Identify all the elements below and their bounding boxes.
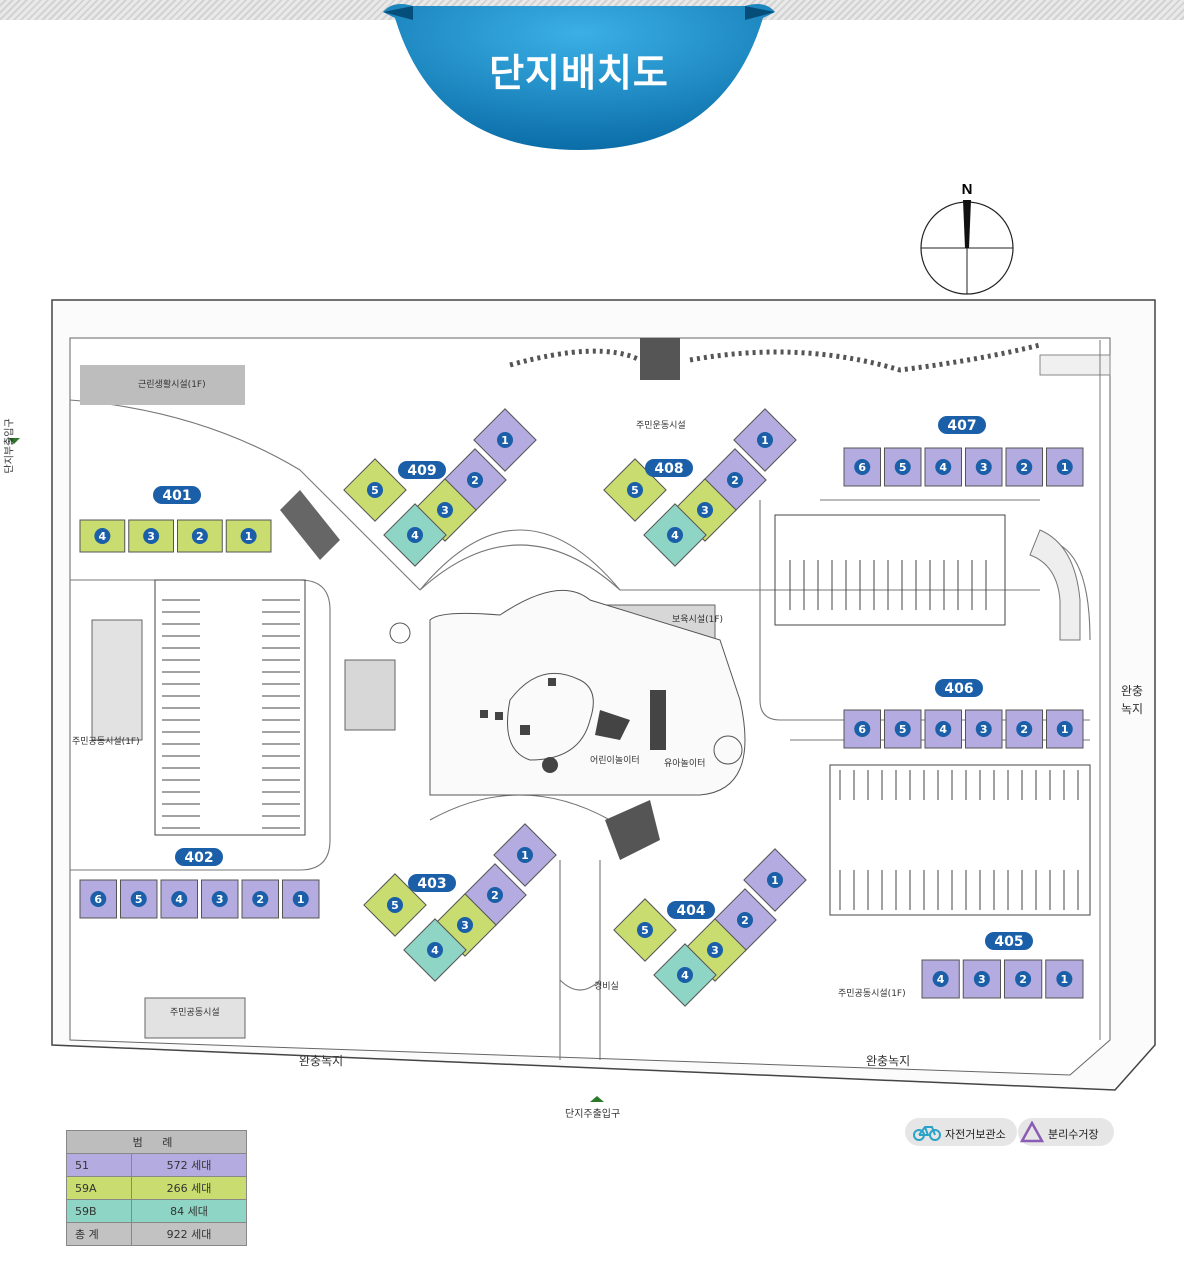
side-entrance-icon bbox=[8, 438, 20, 444]
unit-number: 2 bbox=[741, 914, 749, 927]
unit-number: 6 bbox=[858, 723, 866, 736]
building-number: 408 bbox=[654, 461, 683, 477]
facility-label: 어린이놀이터 bbox=[590, 756, 640, 766]
unit-number: 5 bbox=[135, 893, 143, 906]
building-401: 4 3 2 1 401 bbox=[79, 486, 272, 553]
unit-number: 4 bbox=[939, 461, 947, 474]
facility-label: 주민공동시설(1F) bbox=[838, 989, 906, 999]
facility-label: 주민운동시설 bbox=[636, 421, 686, 431]
unit-number: 4 bbox=[671, 529, 679, 542]
parking-lots bbox=[154, 514, 1091, 916]
unit-number: 4 bbox=[431, 944, 439, 957]
facility-label: 경비실 bbox=[594, 982, 619, 992]
compass-north-label: N bbox=[962, 181, 973, 198]
main-entrance-label: 단지주출입구 bbox=[565, 1109, 621, 1120]
building-405: 4 3 2 1 405 bbox=[921, 932, 1084, 999]
facility-label: 근린생활시설(1F) bbox=[138, 380, 206, 390]
building-402: 6 5 4 3 2 1 402 bbox=[79, 848, 320, 919]
page-title: 단지배치도 bbox=[489, 51, 669, 95]
unit-number: 3 bbox=[980, 461, 988, 474]
unit-number: 1 bbox=[1061, 973, 1069, 986]
building-number: 407 bbox=[947, 418, 976, 434]
unit-number: 3 bbox=[711, 944, 719, 957]
unit-number: 5 bbox=[899, 723, 907, 736]
unit-number: 4 bbox=[939, 723, 947, 736]
unit-number: 4 bbox=[99, 530, 107, 543]
unit-number: 1 bbox=[761, 434, 769, 447]
building-403: 1 2 3 4 5 403 bbox=[363, 823, 557, 982]
unit-number: 3 bbox=[701, 504, 709, 517]
unit-number: 2 bbox=[1019, 973, 1027, 986]
unit-number: 3 bbox=[980, 723, 988, 736]
title-badge bbox=[383, 4, 775, 150]
unit-number: 1 bbox=[245, 530, 253, 543]
bicycle-key-label: 자전거보관소 bbox=[945, 1128, 1006, 1141]
unit-number: 4 bbox=[937, 973, 945, 986]
unit-number: 3 bbox=[441, 504, 449, 517]
facility-label: 보육시설(1F) bbox=[672, 615, 724, 625]
unit-number: 4 bbox=[411, 529, 419, 542]
unit-number: 2 bbox=[256, 893, 264, 906]
unit-number: 2 bbox=[471, 474, 479, 487]
unit-number: 3 bbox=[216, 893, 224, 906]
unit-number: 5 bbox=[631, 484, 639, 497]
building-number: 402 bbox=[184, 850, 213, 866]
unit-number: 6 bbox=[858, 461, 866, 474]
unit-number: 1 bbox=[297, 893, 305, 906]
unit-number: 5 bbox=[371, 484, 379, 497]
bicycle-icon bbox=[913, 1126, 941, 1141]
unit-number: 1 bbox=[771, 874, 779, 887]
buffer-zone-label: 완충 녹지 bbox=[1121, 684, 1144, 716]
unit-number: 1 bbox=[521, 849, 529, 862]
main-entrance-icon bbox=[590, 1096, 604, 1102]
buffer-zone-label: 완충녹지 bbox=[866, 1054, 911, 1068]
facility-label: 주민공동시설 bbox=[170, 1008, 220, 1018]
building-number: 406 bbox=[944, 681, 973, 697]
unit-number: 2 bbox=[491, 889, 499, 902]
building-number: 405 bbox=[994, 934, 1023, 950]
buffer-zone-label: 완충녹지 bbox=[299, 1054, 344, 1068]
unit-number: 5 bbox=[899, 461, 907, 474]
unit-number: 3 bbox=[461, 919, 469, 932]
unit-number: 5 bbox=[391, 899, 399, 912]
legend-header: 범 례 bbox=[66, 1130, 247, 1154]
unit-number: 2 bbox=[1020, 461, 1028, 474]
unit-number: 1 bbox=[1061, 461, 1069, 474]
building-406: 6 5 4 3 2 1 406 bbox=[843, 679, 1084, 749]
unit-number: 2 bbox=[196, 530, 204, 543]
playground bbox=[389, 589, 746, 796]
unit-number: 3 bbox=[978, 973, 986, 986]
unit-number: 3 bbox=[147, 530, 155, 543]
unit-number: 2 bbox=[731, 474, 739, 487]
building-number: 403 bbox=[417, 876, 446, 892]
building-407: 6 5 4 3 2 1 407 bbox=[843, 416, 1084, 487]
building-408: 1 2 3 4 5 408 bbox=[603, 408, 797, 567]
compass-icon: N bbox=[920, 181, 1014, 295]
unit-number: 5 bbox=[641, 924, 649, 937]
side-entrance-label: 단지부출입구 bbox=[4, 418, 16, 474]
building-409: 1 2 3 4 5 409 bbox=[343, 408, 537, 567]
triangle-icon bbox=[1020, 1121, 1044, 1143]
building-number: 404 bbox=[676, 903, 705, 919]
facility-label: 주민공동시설(1F) bbox=[72, 737, 140, 747]
building-404: 1 2 3 4 5 404 bbox=[613, 848, 807, 1007]
unit-number: 4 bbox=[175, 893, 183, 906]
unit-number: 1 bbox=[1061, 723, 1069, 736]
facility-label: 유아놀이터 bbox=[664, 759, 706, 769]
building-number: 409 bbox=[407, 463, 436, 479]
recycle-key-label: 분리수거장 bbox=[1048, 1128, 1099, 1141]
unit-number: 1 bbox=[501, 434, 509, 447]
building-number: 401 bbox=[162, 488, 191, 504]
unit-number: 4 bbox=[681, 969, 689, 982]
unit-number: 2 bbox=[1020, 723, 1028, 736]
unit-number: 6 bbox=[94, 893, 102, 906]
